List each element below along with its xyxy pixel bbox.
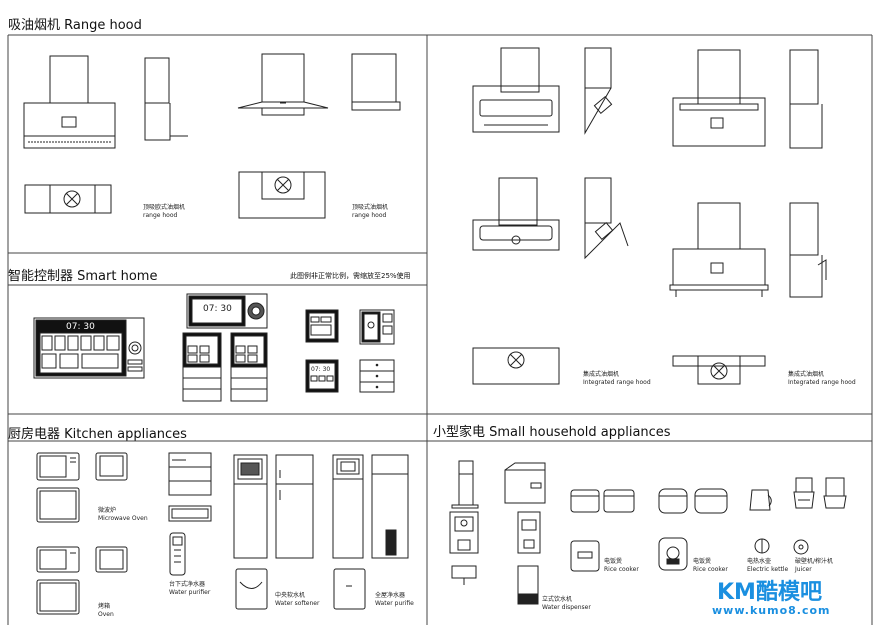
range-hood-box-a-front: [672, 49, 766, 147]
range-hood-box-b-front: [669, 202, 769, 297]
section-title-smart-home: 智能控制器 Smart home: [8, 269, 158, 284]
integrated-hood-plan-b: [672, 355, 766, 385]
rice-cooker-front-b: [658, 537, 688, 571]
water-dispenser-floor: [451, 565, 539, 605]
section-title-small: 小型家电 Small household appliances: [433, 425, 671, 440]
rice-cooker-front-a: [570, 540, 600, 572]
microwave-front: [36, 452, 80, 481]
smart-panel-square-b: [359, 309, 395, 345]
smart-panel-small-pair: [182, 332, 268, 402]
watermark-logo: KM酷模吧: [717, 580, 822, 605]
section-title-range-hood: 吸油烟机 Range hood: [8, 18, 142, 33]
range-hood-t-front: [23, 55, 116, 149]
drawer-unit: [168, 452, 212, 522]
scale-note: 此图例非正常比例，需缩放至25%使用: [290, 272, 411, 280]
range-hood-euro-side: [351, 53, 401, 111]
layout-lines: [7, 34, 873, 625]
oven-built-in: [36, 579, 80, 615]
smart-panel-large: [33, 317, 145, 379]
refrigerator-double: [275, 454, 314, 559]
microwave-built-in: [36, 487, 80, 523]
rice-cooker-top-pair-b: [658, 488, 728, 514]
range-hood-box-b-side: [789, 202, 827, 298]
range-hood-side-draft-a-front: [472, 47, 560, 133]
water-softener: [235, 568, 268, 610]
tall-cabinet: [371, 454, 409, 559]
oven-side: [95, 546, 128, 573]
whole-house-purifier: [333, 568, 366, 610]
water-purifier-remote: [169, 532, 186, 576]
water-dispenser-box-a: [449, 511, 479, 554]
refrigerator-single: [233, 454, 268, 559]
range-hood-side-draft-b-side: [584, 177, 629, 260]
medium-panel-time: 07: 30: [203, 304, 232, 314]
watermark-url: www.kumo8.com: [712, 604, 831, 617]
oven-front: [36, 546, 80, 573]
electric-kettle: [749, 489, 772, 554]
range-hood-side-draft-a-side: [584, 47, 613, 135]
range-hood-euro-front: [237, 53, 329, 116]
microwave-side: [95, 452, 128, 481]
rice-cooker-top-pair-a: [570, 489, 635, 513]
water-dispenser-counter: [504, 462, 546, 504]
wine-cabinet: [332, 454, 364, 559]
range-hood-euro-plan: [238, 171, 326, 219]
range-hood-t-plan: [24, 184, 112, 214]
large-panel-time: 07: 30: [66, 322, 95, 332]
range-hood-box-a-side: [789, 49, 823, 149]
range-hood-t-side: [144, 57, 188, 141]
range-hood-side-draft-b-front: [472, 177, 560, 251]
smart-panel-medium: [186, 293, 268, 329]
water-dispenser-tall: [451, 460, 479, 509]
juicer: [793, 477, 847, 555]
smart-panel-square-a: [305, 309, 339, 343]
section-title-kitchen: 厨房电器 Kitchen appliances: [8, 427, 187, 442]
smart-panel-square-c: [305, 359, 339, 393]
integrated-hood-plan-a: [472, 347, 560, 385]
smart-switch-panel: [359, 359, 395, 393]
water-dispenser-box-b: [517, 511, 541, 554]
square-panel-time: 07: 30: [311, 366, 331, 373]
